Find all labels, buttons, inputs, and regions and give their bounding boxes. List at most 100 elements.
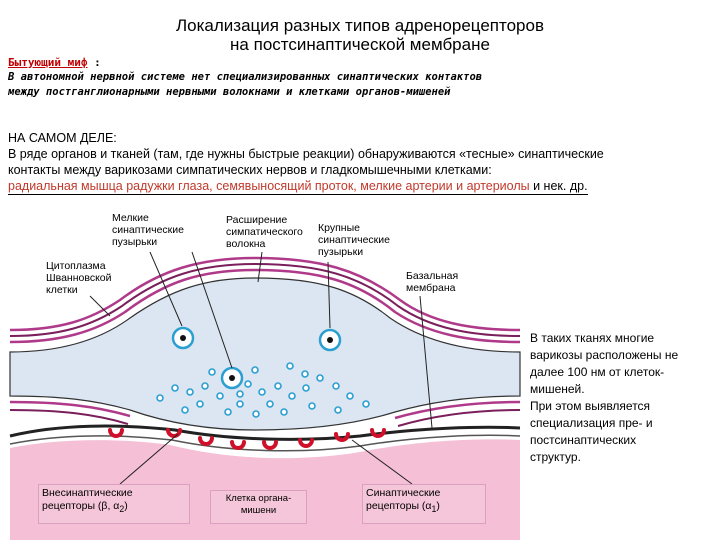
label-small-vesicles: Мелкие синаптические пузырьки <box>112 212 184 248</box>
receptor <box>230 440 246 450</box>
varicosity-body <box>9 277 521 431</box>
leader-line <box>89 295 111 317</box>
schwann-sheath-top-mid <box>9 262 521 337</box>
box-subscript: 1 <box>431 504 437 515</box>
box-line: Внесинаптические <box>42 487 133 499</box>
small-vesicle <box>156 394 164 402</box>
label-line: клетки <box>46 284 78 296</box>
box-line: Клетка органа- <box>225 493 292 504</box>
receptor <box>198 436 214 446</box>
small-vesicle <box>244 380 252 388</box>
small-vesicle <box>308 402 316 410</box>
small-vesicle <box>196 400 204 408</box>
receptor <box>298 438 314 448</box>
side-note-line: При этом выявляется <box>530 399 651 413</box>
fact-line-3-red: радиальная мышца радужки глаза, семявыно… <box>8 179 530 193</box>
label-large-vesicles: Крупные синаптические пузырьки <box>318 222 390 258</box>
schwann-sheath-top-inner <box>9 268 521 344</box>
leader-lines <box>89 251 433 485</box>
receptor <box>262 440 278 450</box>
small-vesicle <box>301 370 309 378</box>
side-note-line: далее 100 нм от клеток- <box>530 365 665 379</box>
fact-line-3-rest: и нек. др. <box>529 179 588 193</box>
small-vesicle <box>201 382 209 390</box>
receptor <box>334 432 350 442</box>
label-line: волокна <box>226 238 266 250</box>
fact-block: НА САМОМ ДЕЛЕ: В ряде органов и тканей (… <box>8 130 713 195</box>
box-text: рецепторы (β, α <box>42 500 120 512</box>
myth-label: Бытующий миф <box>8 56 88 69</box>
box-text: ) <box>124 500 128 512</box>
label-line: Цитоплазма <box>46 260 106 272</box>
schwann-sheath-bottom-right-outer <box>397 409 521 427</box>
label-line: Расширение <box>226 214 288 226</box>
fact-line-1: В ряде органов и тканей (там, где нужны … <box>8 147 604 161</box>
label-varicosity: Расширение симпатического волокна <box>226 214 303 250</box>
side-note-line: варикозы расположены не <box>530 348 679 362</box>
small-vesicle <box>332 382 340 390</box>
label-line: Мелкие <box>112 212 149 224</box>
fact-line-3: радиальная мышца радужки глаза, семявыно… <box>8 178 588 195</box>
fact-heading: НА САМОМ ДЕЛЕ: <box>8 131 117 145</box>
small-vesicle <box>274 382 282 390</box>
side-note: В таких тканях многие варикозы расположе… <box>530 330 710 466</box>
target-cell-membrane <box>9 434 521 452</box>
receptor <box>166 428 182 438</box>
schwann-sheath-bottom-outer <box>9 409 129 425</box>
side-note-line: мишеней. <box>530 382 585 396</box>
box-line: рецепторы (α1) <box>366 500 482 516</box>
large-vesicle-core <box>327 337 333 343</box>
large-vesicle-core <box>180 335 186 341</box>
label-line: синаптические <box>318 234 390 246</box>
schwann-sheath-bottom-right-inner <box>394 400 521 420</box>
small-vesicle <box>171 384 179 392</box>
slide-title: Локализация разных типов адренорецепторо… <box>0 16 720 54</box>
leader-line <box>257 251 263 283</box>
small-vesicle <box>334 406 342 414</box>
leader-line <box>327 261 331 329</box>
leader-line <box>191 251 233 369</box>
small-vesicle <box>362 400 370 408</box>
side-note-line: структур. <box>530 450 581 464</box>
label-line: Крупные <box>318 222 360 234</box>
label-line: симпатического <box>226 226 303 238</box>
myth-line-2: между постганглионарными нервными волокн… <box>8 86 451 98</box>
side-note-line: специализация пре- и <box>530 416 653 430</box>
myth-line-1: В автономной нервной системе нет специал… <box>8 71 483 83</box>
box-line: мишени <box>240 505 277 516</box>
small-vesicle <box>224 408 232 416</box>
box-line: Синаптические <box>366 487 441 499</box>
small-vesicle <box>288 392 296 400</box>
box-synaptic-receptors: Синаптические рецепторы (α1) <box>362 484 486 524</box>
side-note-line: В таких тканях многие <box>530 331 655 345</box>
basal-membrane <box>9 424 521 441</box>
small-vesicle <box>316 374 324 382</box>
small-vesicle <box>251 366 259 374</box>
synaptic-receptors <box>108 428 386 450</box>
large-vesicles <box>171 326 342 390</box>
small-vesicle <box>280 408 288 416</box>
small-vesicle <box>236 390 244 398</box>
title-line-2: на постсинаптической мембране <box>230 35 490 54</box>
small-vesicle <box>286 362 294 370</box>
small-vesicle <box>346 392 354 400</box>
schwann-sheath-bottom-inner <box>9 400 131 418</box>
leader-line <box>149 251 183 327</box>
leader-line <box>419 295 433 429</box>
schwann-sheath-top-outer <box>9 256 521 332</box>
small-vesicle <box>258 388 266 396</box>
label-line: синаптические <box>112 224 184 236</box>
box-text: ) <box>436 500 440 512</box>
small-vesicle <box>266 400 274 408</box>
small-vesicle <box>216 392 224 400</box>
box-subscript: 2 <box>119 504 125 515</box>
label-line: Базальная <box>406 270 459 282</box>
small-vesicle <box>236 400 244 408</box>
fact-line-2: контакты между варикозами симпатических … <box>8 163 492 177</box>
side-note-line: постсинаптических <box>530 433 637 447</box>
small-vesicle <box>252 410 260 418</box>
box-extrasynaptic-receptors: Внесинаптические рецепторы (β, α2) <box>38 484 190 524</box>
myth-heading: Бытующий миф : <box>8 56 101 69</box>
small-vesicle <box>186 388 194 396</box>
label-schwann: Цитоплазма Шванновской клетки <box>46 260 112 296</box>
